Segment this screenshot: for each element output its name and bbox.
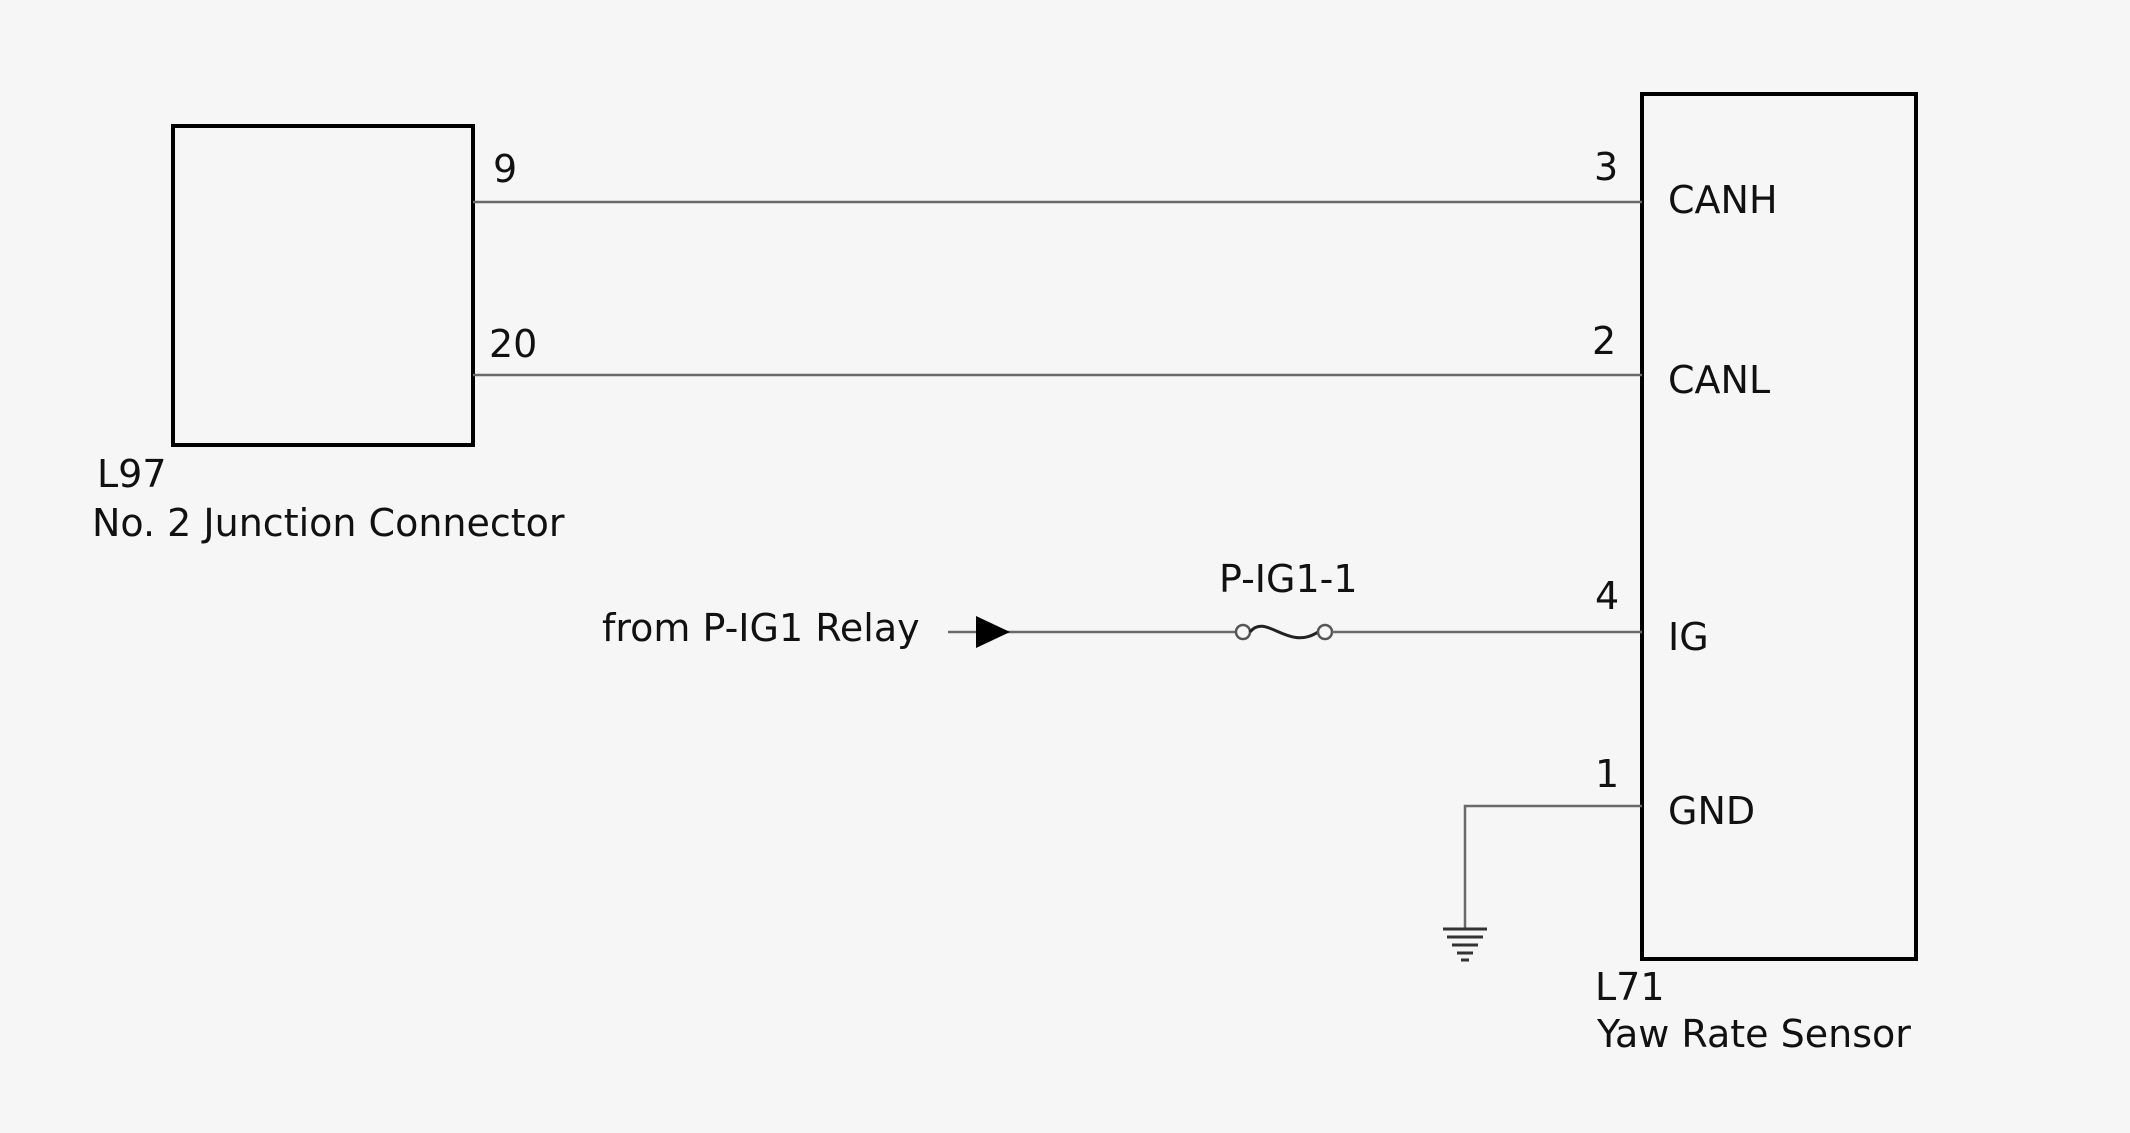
- l71-pin-canl: 2: [1592, 319, 1616, 363]
- fuse-terminal-left: [1234, 623, 1252, 641]
- fuse-label: P-IG1-1: [1219, 557, 1358, 601]
- l97-pin-canh: 9: [493, 147, 517, 191]
- l97-code: L97: [97, 452, 167, 496]
- l97-name: No. 2 Junction Connector: [92, 501, 565, 545]
- arrow-icon: [976, 616, 1010, 648]
- ground-icon: [1443, 927, 1487, 962]
- terminal-canl: CANL: [1668, 358, 1770, 402]
- l97-pin-canl: 20: [489, 322, 537, 366]
- yaw-rate-sensor-box: [1640, 92, 1918, 961]
- junction-connector-box: [171, 124, 475, 447]
- l71-pin-canh: 3: [1594, 145, 1618, 189]
- l71-code: L71: [1595, 965, 1665, 1009]
- l71-name: Yaw Rate Sensor: [1596, 1012, 1911, 1056]
- l71-pin-ig: 4: [1595, 574, 1619, 618]
- terminal-canh: CANH: [1668, 178, 1778, 222]
- fuse-icon: [1248, 624, 1319, 640]
- fuse-terminal-right: [1316, 623, 1334, 641]
- terminal-ig: IG: [1668, 615, 1709, 659]
- terminal-gnd: GND: [1668, 789, 1755, 833]
- l71-pin-gnd: 1: [1595, 752, 1619, 796]
- gnd-wire: [1463, 804, 1642, 928]
- power-source-label: from P-IG1 Relay: [602, 606, 920, 650]
